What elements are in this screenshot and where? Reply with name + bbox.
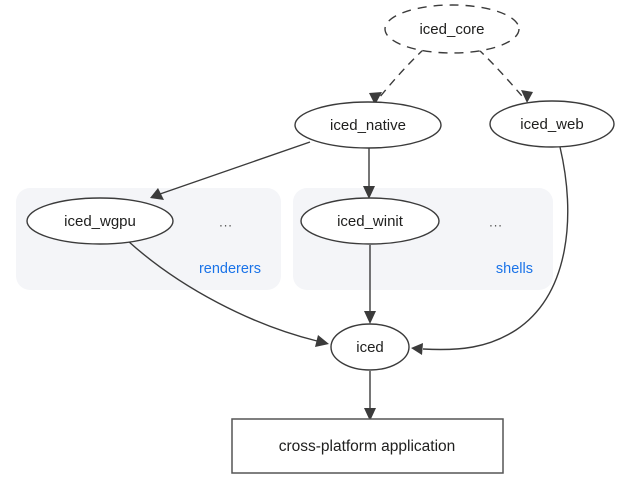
cluster-renderers-ellipsis: ...	[219, 214, 233, 229]
node-iced-label: iced	[356, 339, 384, 356]
node-iced-native-shape[interactable]	[294, 101, 442, 149]
edge-iced-native-to-iced-wgpu	[150, 141, 311, 200]
edge-iced-wgpu-to-iced	[127, 240, 329, 347]
edge-iced-core-to-iced-native	[369, 48, 425, 105]
node-iced-core[interactable]: iced_core	[384, 4, 520, 54]
node-cross-platform-application-shape[interactable]	[231, 418, 504, 474]
edge-iced-to-application-arrowhead	[364, 408, 376, 421]
node-iced-shape[interactable]	[330, 323, 410, 371]
node-iced-winit-label: iced_winit	[337, 213, 404, 230]
edge-iced-core-to-iced-web	[477, 48, 533, 103]
edge-iced-core-to-iced-native-path	[378, 48, 425, 99]
edge-iced-wgpu-to-iced-path	[127, 240, 318, 342]
node-iced-winit[interactable]: iced_winit	[300, 197, 440, 245]
node-iced-core-label: iced_core	[419, 21, 484, 38]
node-iced[interactable]: iced	[330, 323, 410, 371]
node-iced-wgpu-shape[interactable]	[26, 197, 174, 245]
node-iced-wgpu[interactable]: iced_wgpu	[26, 197, 174, 245]
node-iced-wgpu-label: iced_wgpu	[64, 213, 136, 230]
edge-iced-to-application	[364, 371, 376, 421]
node-cross-platform-application-label: cross-platform application	[279, 438, 456, 455]
edge-iced-native-to-iced-winit-arrowhead	[363, 186, 375, 199]
edge-iced-core-to-iced-web-path	[477, 48, 523, 97]
node-iced-web-shape[interactable]	[489, 100, 615, 148]
edge-iced-web-to-iced-path	[422, 146, 569, 351]
node-cross-platform-application[interactable]: cross-platform application	[231, 418, 504, 474]
node-iced-web-label: iced_web	[520, 116, 583, 133]
edge-iced-web-to-iced	[411, 146, 569, 355]
edge-iced-web-to-iced-arrowhead	[411, 343, 423, 355]
cluster-shells-label: shells	[496, 261, 533, 277]
edge-iced-core-to-iced-web-arrowhead	[521, 90, 533, 103]
edge-iced-native-to-iced-wgpu-arrowhead	[150, 188, 164, 200]
node-iced-core-shape[interactable]	[384, 4, 520, 54]
node-iced-web[interactable]: iced_web	[489, 100, 615, 148]
edge-iced-wgpu-to-iced-arrowhead	[315, 335, 329, 347]
node-iced-winit-shape[interactable]	[300, 197, 440, 245]
edge-iced-native-to-iced-wgpu-path	[159, 141, 311, 195]
cluster-renderers-label: renderers	[199, 261, 261, 277]
edge-iced-winit-to-iced-arrowhead	[364, 311, 376, 324]
node-iced-native[interactable]: iced_native	[294, 101, 442, 149]
edge-iced-winit-to-iced	[364, 245, 376, 324]
node-iced-native-label: iced_native	[330, 117, 406, 134]
edge-iced-native-to-iced-winit	[363, 148, 375, 199]
cluster-shells-ellipsis: ...	[489, 214, 503, 229]
edge-iced-core-to-iced-native-arrowhead	[369, 92, 382, 105]
